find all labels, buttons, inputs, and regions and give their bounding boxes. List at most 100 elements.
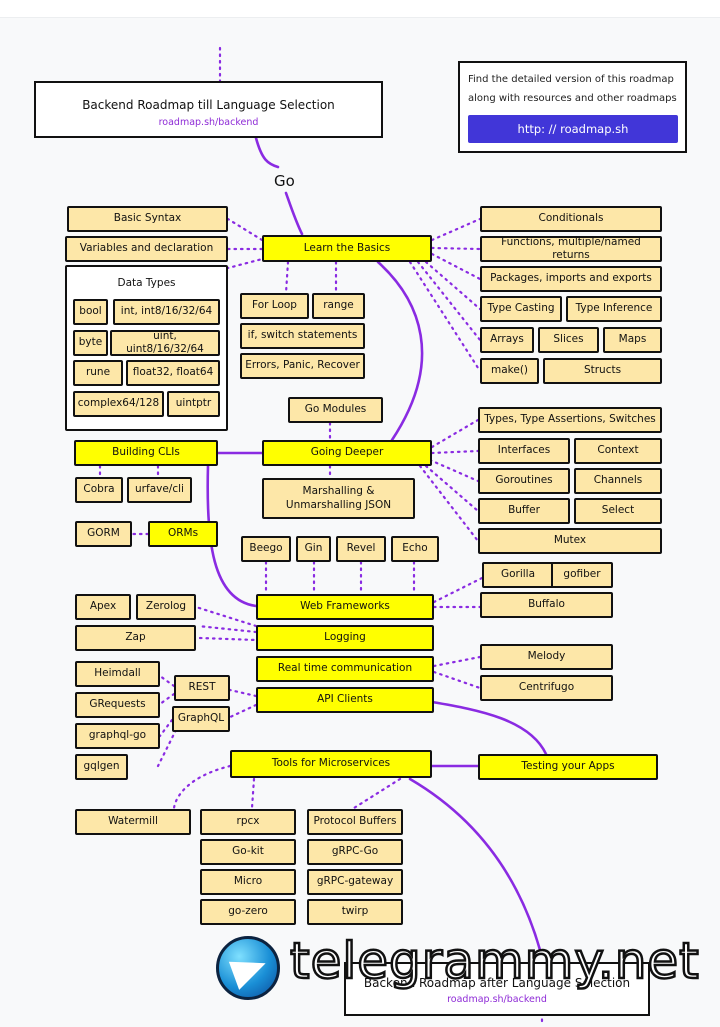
node-grpc-go[interactable]: gRPC-Go — [307, 839, 403, 865]
node-melody[interactable]: Melody — [480, 644, 613, 670]
node-uintptr[interactable]: uintptr — [167, 391, 220, 417]
node-arrays[interactable]: Arrays — [480, 327, 534, 353]
dotted-connector — [158, 674, 176, 688]
node-maps[interactable]: Maps — [603, 327, 662, 353]
node-watermill[interactable]: Watermill — [75, 809, 191, 835]
node-logging[interactable]: Logging — [256, 625, 434, 651]
footer-link[interactable]: roadmap.sh/backend — [447, 994, 547, 1005]
node-type-casting[interactable]: Type Casting — [480, 296, 562, 322]
node-errors[interactable]: Errors, Panic, Recover — [240, 353, 365, 379]
node-beego[interactable]: Beego — [241, 536, 291, 562]
dotted-connector — [198, 636, 258, 642]
node-go-modules[interactable]: Go Modules — [288, 397, 383, 423]
solid-connector — [408, 777, 542, 952]
node-if-switch[interactable]: if, switch statements — [240, 323, 365, 349]
node-going-deeper[interactable]: Going Deeper — [262, 440, 432, 466]
node-functions[interactable]: Functions, multiple/named returns — [480, 236, 662, 262]
node-grpc-gateway[interactable]: gRPC-gateway — [307, 869, 403, 895]
node-for-loop[interactable]: For Loop — [240, 293, 309, 319]
node-testing[interactable]: Testing your Apps — [478, 754, 658, 780]
data-types-title: Data Types — [117, 277, 176, 289]
node-interfaces[interactable]: Interfaces — [478, 438, 570, 464]
node-gqlgen[interactable]: gqlgen — [75, 754, 128, 780]
node-go-kit[interactable]: Go-kit — [200, 839, 296, 865]
node-gofiber[interactable]: gofiber — [551, 562, 613, 588]
node-type-inference[interactable]: Type Inference — [566, 296, 662, 322]
node-int[interactable]: int, int8/16/32/64 — [113, 299, 220, 325]
dotted-connector — [428, 458, 480, 483]
node-make[interactable]: make() — [480, 358, 539, 384]
node-channels[interactable]: Channels — [574, 468, 662, 494]
node-buffalo[interactable]: Buffalo — [480, 592, 613, 618]
dotted-connector — [430, 217, 482, 242]
dotted-connector — [284, 260, 290, 295]
header-title: Backend Roadmap till Language Selection — [82, 98, 335, 112]
node-realtime[interactable]: Real time communication — [256, 656, 434, 682]
node-slices[interactable]: Slices — [538, 327, 599, 353]
node-echo[interactable]: Echo — [391, 536, 439, 562]
node-orms[interactable]: ORMs — [148, 521, 218, 547]
node-api-clients[interactable]: API Clients — [256, 687, 434, 713]
node-web-frameworks[interactable]: Web Frameworks — [256, 594, 434, 620]
header-title-box: Backend Roadmap till Language Selection … — [34, 81, 383, 138]
info-line-2: along with resources and other roadmaps — [468, 93, 677, 104]
roadmap-link-button[interactable]: http: // roadmap.sh — [468, 115, 678, 143]
node-rest[interactable]: REST — [174, 675, 230, 701]
node-type-assertions[interactable]: Types, Type Assertions, Switches — [478, 407, 662, 433]
dotted-connector — [424, 464, 480, 513]
node-byte[interactable]: byte — [73, 330, 108, 356]
node-revel[interactable]: Revel — [336, 536, 386, 562]
node-uint[interactable]: uint, uint8/16/32/64 — [110, 330, 220, 356]
node-select[interactable]: Select — [574, 498, 662, 524]
node-micro[interactable]: Micro — [200, 869, 296, 895]
node-goroutines[interactable]: Goroutines — [478, 468, 570, 494]
top-bar — [0, 0, 720, 18]
node-graphql[interactable]: GraphQL — [172, 706, 230, 732]
node-heimdall[interactable]: Heimdall — [75, 661, 160, 687]
node-learn-basics[interactable]: Learn the Basics — [262, 235, 432, 262]
node-rpcx[interactable]: rpcx — [200, 809, 296, 835]
dotted-connector — [158, 692, 176, 706]
node-protocol-buffers[interactable]: Protocol Buffers — [307, 809, 403, 835]
node-bool[interactable]: bool — [73, 299, 108, 325]
node-json[interactable]: Marshalling & Unmarshalling JSON — [262, 478, 415, 519]
node-float[interactable]: float32, float64 — [126, 360, 220, 386]
node-complex[interactable]: complex64/128 — [73, 391, 164, 417]
node-urfave-cli[interactable]: urfave/cli — [127, 477, 192, 503]
dotted-connector — [172, 764, 232, 810]
node-rune[interactable]: rune — [73, 360, 123, 386]
node-basic-syntax[interactable]: Basic Syntax — [67, 206, 228, 232]
node-microservices[interactable]: Tools for Microservices — [230, 750, 432, 778]
node-zap[interactable]: Zap — [75, 625, 196, 651]
node-conditionals[interactable]: Conditionals — [480, 206, 662, 232]
node-gin[interactable]: Gin — [296, 536, 331, 562]
node-graphql-go[interactable]: graphql-go — [75, 723, 160, 749]
solid-connector — [254, 136, 280, 169]
dotted-connector — [430, 418, 480, 449]
node-zerolog[interactable]: Zerolog — [136, 594, 196, 620]
node-go-zero[interactable]: go-zero — [200, 899, 296, 925]
go-label: Go — [274, 172, 295, 190]
node-building-clis[interactable]: Building CLIs — [74, 440, 218, 466]
node-range[interactable]: range — [312, 293, 365, 319]
node-context[interactable]: Context — [574, 438, 662, 464]
node-grequests[interactable]: GRequests — [75, 692, 160, 718]
node-buffer[interactable]: Buffer — [478, 498, 570, 524]
dotted-connector — [228, 688, 258, 698]
node-twirp[interactable]: twirp — [307, 899, 403, 925]
node-gorm[interactable]: GORM — [75, 521, 132, 547]
dotted-connector — [418, 464, 480, 543]
dotted-connector — [250, 777, 256, 810]
node-packages[interactable]: Packages, imports and exports — [480, 266, 662, 292]
footer-title-box: Backend Roadmap after Language Selection… — [344, 962, 650, 1016]
node-mutex[interactable]: Mutex — [478, 528, 662, 554]
node-structs[interactable]: Structs — [543, 358, 662, 384]
node-apex[interactable]: Apex — [75, 594, 131, 620]
telegram-plane-icon — [216, 936, 280, 1000]
header-link[interactable]: roadmap.sh/backend — [158, 117, 259, 128]
node-gorilla[interactable]: Gorilla — [482, 562, 554, 588]
node-variables[interactable]: Variables and declaration — [65, 236, 228, 262]
dotted-connector — [424, 260, 482, 311]
node-centrifugo[interactable]: Centrifugo — [480, 675, 613, 701]
node-cobra[interactable]: Cobra — [75, 477, 123, 503]
